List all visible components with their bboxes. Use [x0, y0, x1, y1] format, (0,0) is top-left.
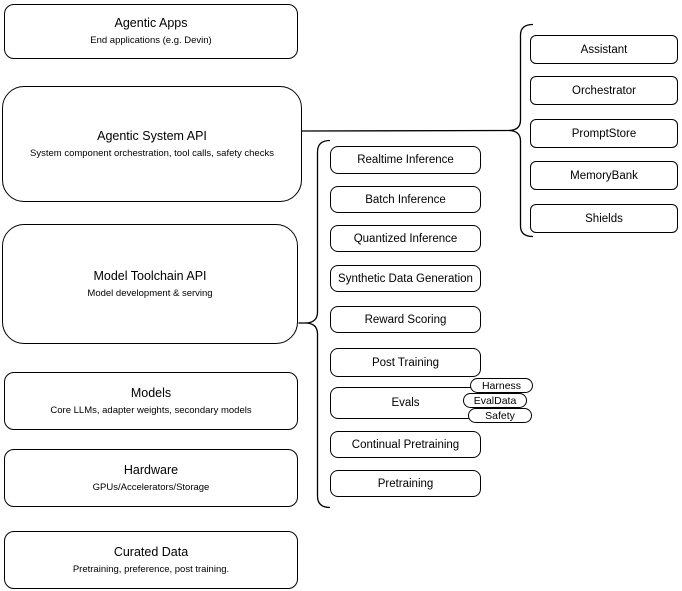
node-hardware: Hardware GPUs/Accelerators/Storage	[4, 449, 298, 507]
node-continual-pretraining: Continual Pretraining	[330, 431, 481, 458]
node-evals: Evals	[330, 387, 481, 419]
node-title: Curated Data	[113, 544, 189, 559]
node-post-training: Post Training	[330, 348, 481, 377]
node-curated-data: Curated Data Pretraining, preference, po…	[4, 531, 298, 589]
node-title: Agentic System API	[97, 128, 207, 143]
node-shields: Shields	[530, 204, 678, 233]
node-agentic-apps: Agentic Apps End applications (e.g. Devi…	[4, 4, 298, 59]
toolchain-brace	[304, 139, 331, 509]
node-agentic-system-api: Agentic System API System component orch…	[2, 86, 302, 202]
node-promptstore: PromptStore	[530, 119, 678, 148]
node-assistant: Assistant	[530, 35, 678, 64]
node-batch-inference: Batch Inference	[330, 186, 481, 213]
node-model-toolchain-api: Model Toolchain API Model development & …	[2, 224, 298, 344]
node-subtitle: System component orchestration, tool cal…	[30, 147, 274, 159]
node-models: Models Core LLMs, adapter weights, secon…	[4, 372, 298, 430]
node-title: Models	[130, 385, 172, 400]
node-realtime-inference: Realtime Inference	[330, 146, 481, 174]
node-synthetic-data-generation: Synthetic Data Generation	[330, 265, 481, 292]
node-title: Model Toolchain API	[93, 268, 207, 283]
tag-harness: Harness	[470, 378, 533, 393]
tag-safety: Safety	[468, 408, 532, 423]
api-to-components-line	[301, 129, 509, 132]
tag-evaldata: EvalData	[463, 393, 527, 408]
node-title: Agentic Apps	[114, 16, 188, 30]
node-subtitle: Model development & serving	[87, 287, 213, 299]
node-orchestrator: Orchestrator	[530, 76, 678, 105]
node-title: Hardware	[123, 462, 179, 477]
node-subtitle: GPUs/Accelerators/Storage	[92, 481, 210, 493]
node-pretraining: Pretraining	[330, 470, 481, 497]
node-quantized-inference: Quantized Inference	[330, 225, 481, 252]
node-memorybank: MemoryBank	[530, 161, 678, 190]
node-subtitle: End applications (e.g. Devin)	[90, 35, 212, 46]
node-subtitle: Core LLMs, adapter weights, secondary mo…	[50, 404, 252, 416]
node-subtitle: Pretraining, preference, post training.	[72, 563, 230, 575]
node-reward-scoring: Reward Scoring	[330, 306, 481, 333]
